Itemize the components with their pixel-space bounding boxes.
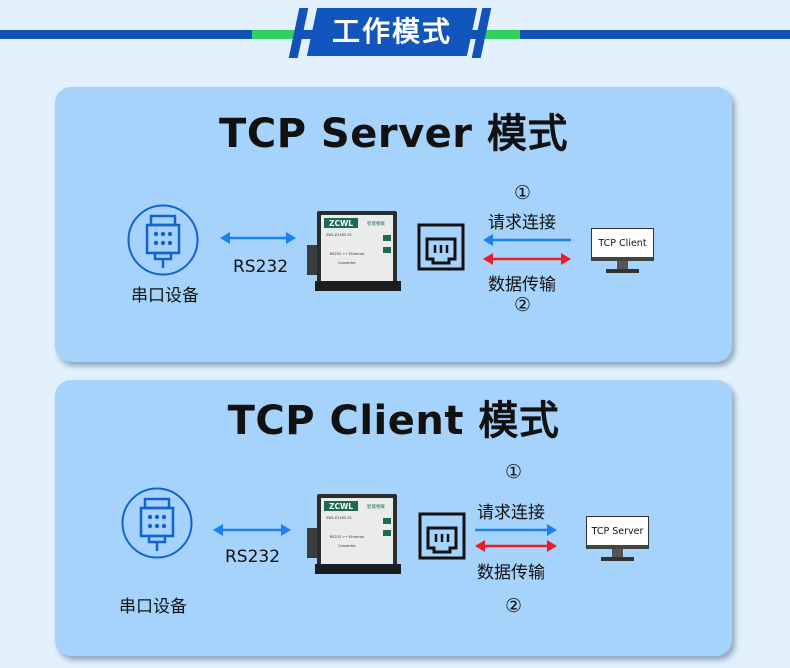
header-accent-right [482,30,520,39]
rs232-link-arrow [220,232,296,244]
converter-brand: ZCWL [329,219,353,228]
rj45-port-icon [418,512,466,560]
request-label: 请求连接 [477,503,545,523]
converter-type-text: Converter [338,261,356,265]
transfer-label: 数据传输 [477,563,545,583]
monitor-base [601,557,634,561]
panel-title: TCP Server 模式 [219,111,568,157]
converter-port-text: RS232 ⟷ Ethernet [330,252,365,256]
converter-model: ZWL-E1495-S1 [326,233,352,237]
converter-model: ZWL-E1495-S1 [326,516,352,520]
rs232-label: RS232 [225,547,281,567]
header-accent-left [252,30,296,39]
rs232-label: RS232 [233,257,289,277]
monitor-base [606,269,639,273]
serial-port-circle-icon [121,487,193,559]
monitor-stand [617,261,628,269]
transfer-arrow-red [475,540,557,552]
monitor-icon: TCP Client [591,228,654,274]
transfer-label: 数据传输 [488,275,556,295]
converter-brand: ZCWL [329,502,353,511]
rj45-port-icon [417,223,465,271]
monitor-stand [612,549,623,557]
device-label: 串口设备 [131,286,199,306]
monitor-screen-text: TCP Server [586,516,649,549]
serial-port-circle-icon [127,204,199,276]
panel-title: TCP Client 模式 [227,398,560,444]
converter-device-image: ZCWL 智嵌物联 ZWL-E1495-S1 RS232 ⟷ Ethernet … [307,494,401,574]
transfer-arrow-red [483,253,571,265]
step2-marker: ② [514,294,532,316]
converter-port-text: RS232 ⟷ Ethernet [330,535,365,539]
panel-tcp-client: TCP Client 模式 串口设备 RS232 ZCWL 智嵌物联 ZWL-E… [55,380,732,656]
panel-tcp-server: TCP Server 模式 串口设备 RS232 ZCWL 智嵌物联 ZWL-E… [55,87,732,362]
converter-device-image: ZCWL 智嵌物联 ZWL-E1495-S1 RS232 ⟷ Ethernet … [307,211,401,291]
request-label: 请求连接 [488,213,556,233]
device-label: 串口设备 [119,597,187,617]
step1-marker: ① [505,461,523,483]
request-arrow [483,234,571,246]
monitor-screen-text: TCP Client [591,228,654,261]
converter-brand-sub: 智嵌物联 [367,220,385,227]
page-title: 工作模式 [331,15,452,48]
request-arrow [475,524,557,536]
monitor-icon: TCP Server [586,516,649,562]
rs232-link-arrow [213,524,291,536]
step2-marker: ② [505,595,523,617]
converter-type-text: Converter [338,544,356,548]
step1-marker: ① [514,182,532,204]
converter-brand-sub: 智嵌物联 [367,503,385,510]
